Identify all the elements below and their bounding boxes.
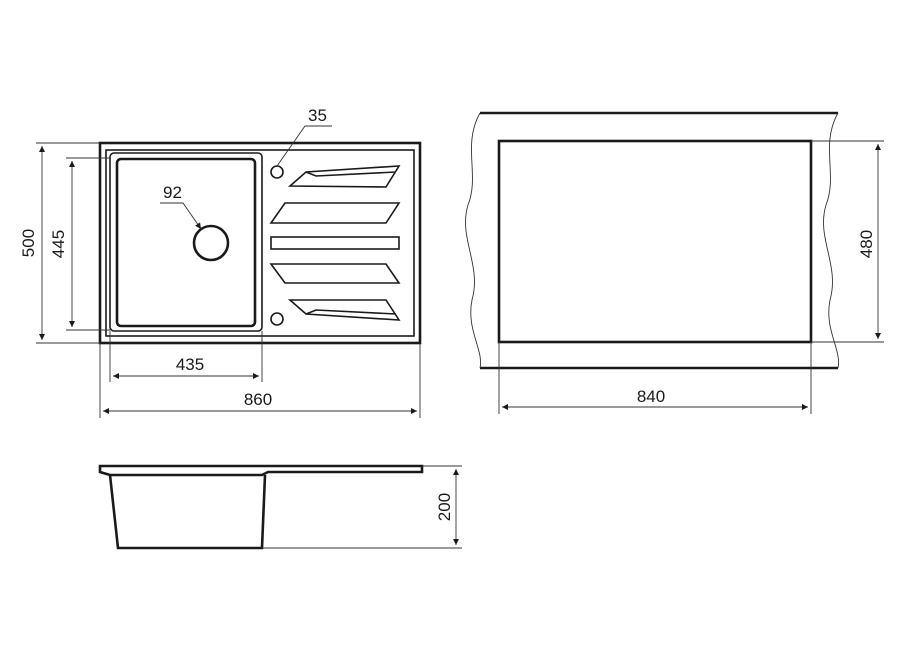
sink-inner-rim [105,149,415,337]
cutout-opening [497,139,813,344]
drainboard-grooves [269,165,401,321]
bowl-section [108,474,267,550]
side-section: 200 [98,464,462,550]
groove-2 [269,202,401,224]
cutout-depth-dimension: 480 [857,230,876,258]
cutout-width-extension-lines [498,342,812,414]
depth-extension-lines [36,142,100,344]
height-extension-lines [262,465,462,549]
tap-hole-dimension: 35 [308,106,327,125]
groove-4 [269,263,401,284]
drain-leader [160,202,202,230]
bowl-width-extension-lines [109,331,263,382]
tap-hole-leader [276,125,332,167]
groove-5 [287,299,401,321]
bowl-depth-extension-lines [66,157,110,331]
width-extension-lines [99,343,421,418]
tap-hole-bottom [270,312,284,326]
groove-3 [270,236,400,250]
sink-outer-rim [98,141,422,345]
bowl-outer-edge [109,152,263,332]
overall-depth-dimension: 500 [19,229,38,257]
drain-dimension: 92 [163,183,182,202]
groove-1 [287,165,401,188]
bowl-inner-edge [115,157,257,328]
bowl-height-dimension: 200 [435,493,454,521]
overall-width-dimension: 860 [244,390,272,409]
tap-hole-top [270,165,284,179]
bowl-depth-dimension: 445 [49,230,68,258]
drain-hole [192,224,230,262]
cutout-depth-extension-lines [811,140,884,343]
top-view: 35 92 500 445 435 860 [19,106,422,418]
countertop-break-right [823,112,840,369]
countertop-break-left [465,112,482,369]
sink-rim-section [98,464,424,477]
cutout-width-dimension: 840 [637,387,665,406]
cutout-view: 480 840 [465,111,884,414]
bowl-width-dimension: 435 [176,355,204,374]
